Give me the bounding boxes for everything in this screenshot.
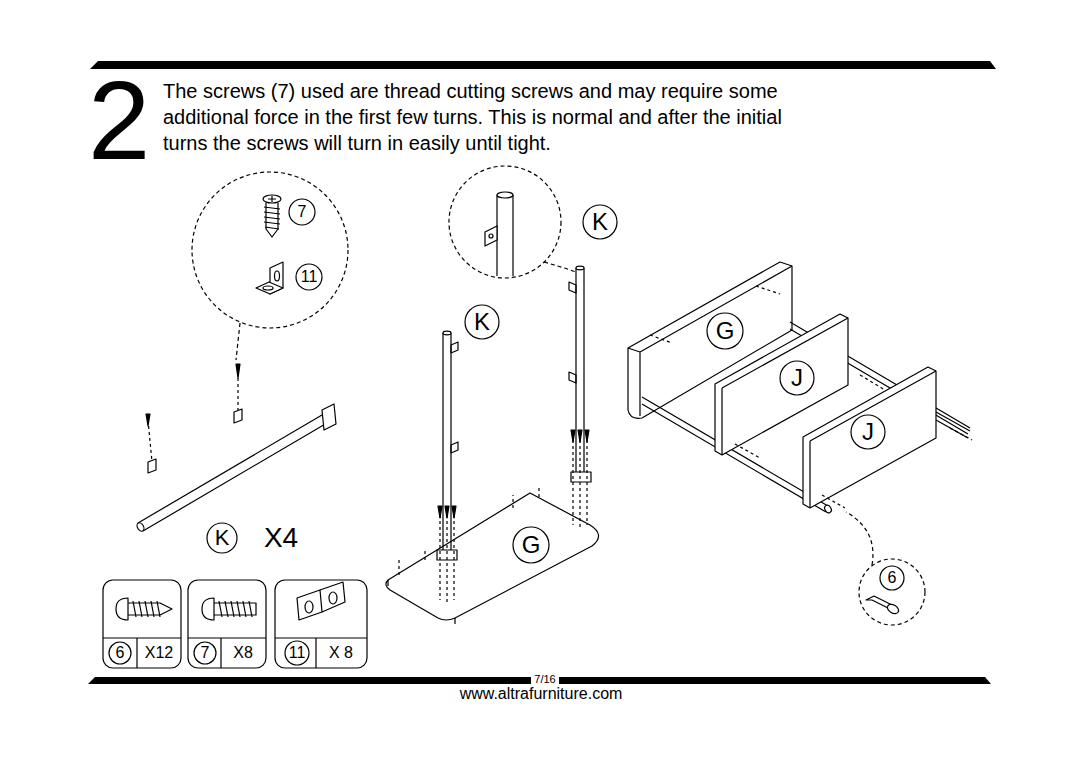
part-letter: J [862,420,874,444]
zoom-circle [192,172,348,328]
quantity-label: X 8 [329,645,353,661]
callout-number: 11 [289,645,306,661]
panel-part [803,367,936,508]
quantity-label: X12 [145,645,173,661]
screw-icon [263,195,281,237]
zoom-circle [449,166,561,278]
instruction-text: The screws (7) used are thread cutting s… [163,78,823,156]
rail-part [485,192,513,276]
part-letter: K [474,310,490,334]
screw-icon [202,598,256,620]
guide-line [650,286,972,508]
callout-number: 7 [201,645,210,661]
leader-line [846,512,873,565]
part-letter: K [592,210,608,234]
quantity-label: X8 [233,645,253,661]
callout-number: 6 [116,645,125,661]
guide-line [399,440,587,605]
parts-table [103,580,367,668]
leader-line [544,262,576,272]
part-letter: K [215,527,230,549]
screw-icon [438,430,589,518]
bracket-icon [297,582,345,620]
part-letter: G [522,533,541,557]
step-number: 2 [88,65,150,177]
part-letter: G [716,319,735,343]
callout-number: 6 [888,570,897,586]
callout-number: 11 [301,269,318,285]
website-url: www.altrafurniture.com [460,686,623,702]
callout-number: 7 [298,204,307,220]
page-number: 7/16 [531,674,558,685]
header-bar [90,61,996,69]
screw-icon [866,596,900,615]
bracket-icon [256,262,283,294]
panel-part [386,493,599,620]
quantity-label: X4 [264,524,298,552]
rail-part [136,364,336,532]
part-letter: J [791,366,803,390]
rail-part [437,266,591,560]
screw-icon [116,598,172,620]
leader-line [236,323,240,360]
callout-circle [109,199,904,665]
zoom-circle [859,559,925,625]
